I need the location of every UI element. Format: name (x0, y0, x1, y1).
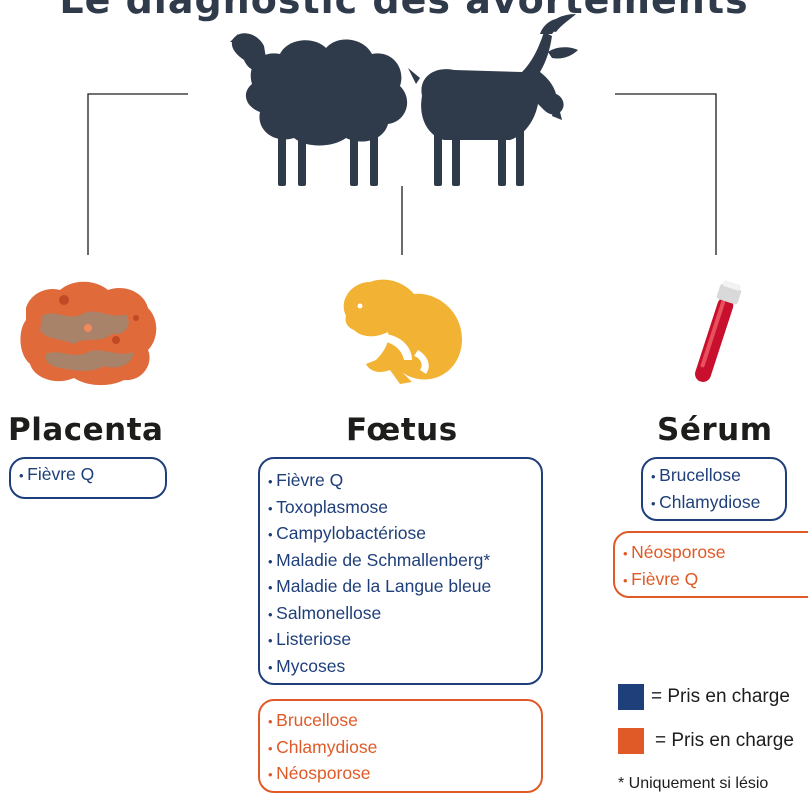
list-item: Salmonellose (268, 601, 533, 628)
list-item: Néosporose (268, 761, 533, 788)
list-item: Brucellose (268, 708, 533, 735)
placenta-blue-box: Fièvre Q (9, 457, 167, 499)
goat-icon (408, 14, 578, 186)
footnote: * Uniquement si lésio (618, 775, 768, 793)
placenta-icon (16, 278, 160, 388)
list-item: Brucellose (651, 463, 777, 490)
animals-illustration (222, 12, 592, 194)
legend-orange-swatch (618, 728, 644, 754)
list-item: Fièvre Q (623, 567, 808, 594)
list-item: Maladie de Schmallenberg* (268, 548, 533, 575)
connector-serum (615, 94, 716, 255)
foetus-blue-box: Fièvre Q Toxoplasmose Campylobactériose … (258, 457, 543, 685)
list-item: Campylobactériose (268, 521, 533, 548)
list-item: Toxoplasmose (268, 495, 533, 522)
legend-blue-swatch (618, 684, 644, 710)
sheep-icon (230, 33, 407, 186)
list-item: Fièvre Q (268, 468, 533, 495)
list-item: Néosporose (623, 540, 808, 567)
list-item: Fièvre Q (19, 462, 157, 489)
connector-placenta (88, 94, 188, 255)
blood-tube-icon (688, 280, 744, 388)
list-item: Chlamydiose (651, 490, 777, 517)
list-item: Mycoses (268, 654, 533, 681)
foetus-icon (330, 272, 472, 392)
serum-heading: Sérum (657, 412, 773, 448)
list-item: Maladie de la Langue bleue (268, 574, 533, 601)
list-item: Listeriose (268, 627, 533, 654)
list-item: Chlamydiose (268, 735, 533, 762)
legend-orange-label: = Pris en charge (655, 730, 794, 752)
foetus-orange-box: Brucellose Chlamydiose Néosporose (258, 699, 543, 793)
foetus-heading: Fœtus (346, 412, 458, 448)
placenta-heading: Placenta (8, 412, 163, 448)
legend-blue-label: = Pris en charge (651, 686, 790, 708)
serum-blue-box: Brucellose Chlamydiose (641, 457, 787, 521)
serum-orange-box: Néosporose Fièvre Q (613, 531, 808, 598)
